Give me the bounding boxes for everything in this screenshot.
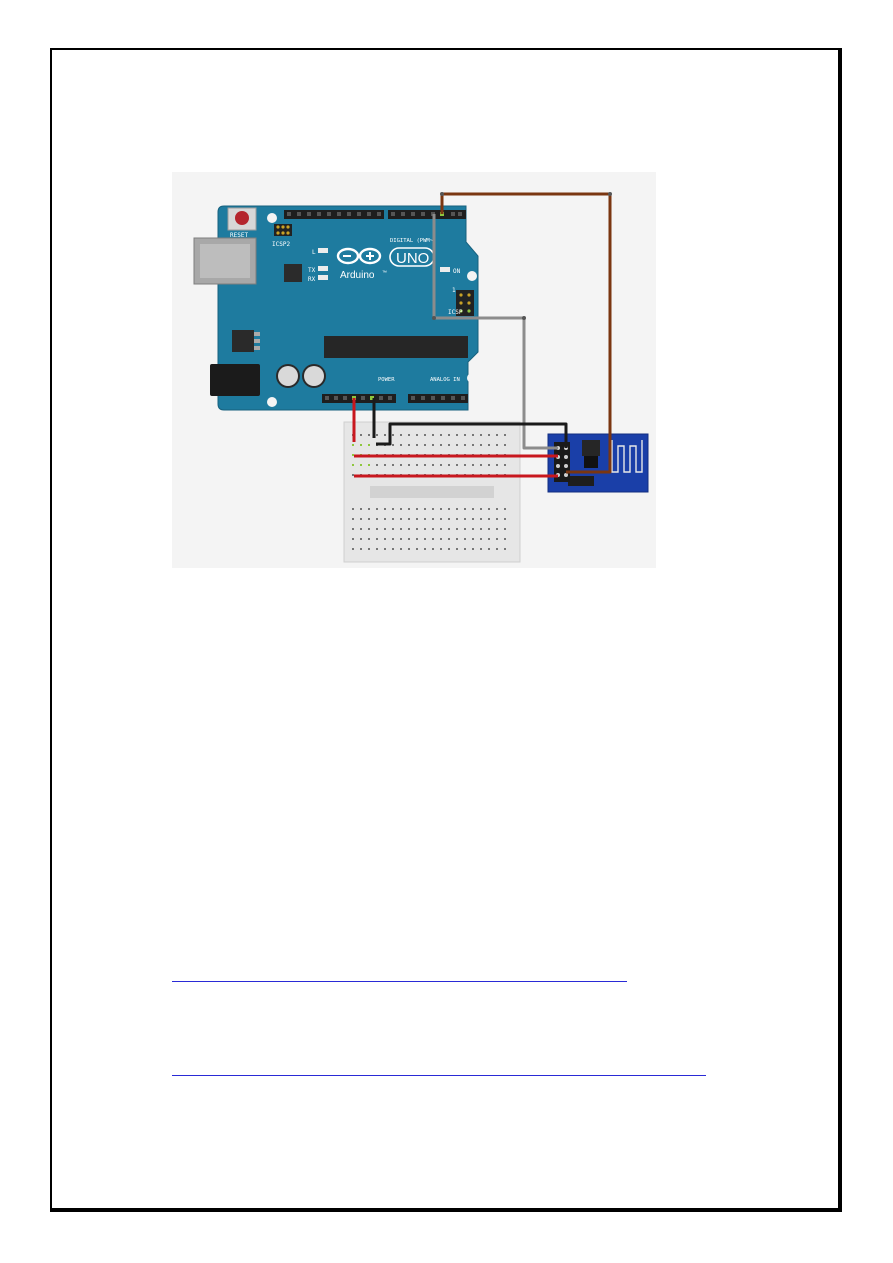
icsp2-label: ICSP2 — [272, 241, 290, 248]
mount-hole — [467, 373, 477, 383]
circuit-figure: RESET ICSP2 DIGITAL (PWM~) UNO — [172, 172, 656, 568]
icsp-pin-label: 1 — [452, 287, 456, 294]
icsp2-header — [274, 224, 292, 236]
wiring-diagram: RESET ICSP2 DIGITAL (PWM~) UNO — [193, 192, 649, 563]
led-l-label: L — [312, 249, 316, 256]
wire-black-gnd-2 — [376, 422, 568, 448]
brand-trademark: ™ — [382, 270, 387, 276]
digital-label: DIGITAL (PWM~) — [390, 238, 436, 244]
capacitor — [302, 364, 326, 388]
usb-chip — [284, 264, 302, 282]
atmega-chip — [324, 336, 468, 358]
power-label: POWER — [378, 377, 395, 383]
led-on-label: ON — [453, 268, 461, 275]
voltage-regulator — [232, 330, 254, 352]
power-header — [322, 394, 396, 403]
mount-hole — [267, 397, 277, 407]
page-border — [50, 48, 842, 1212]
brand-label: Arduino — [340, 270, 375, 281]
arduino-infinity-logo-icon — [336, 247, 382, 265]
esp8266-module — [547, 433, 649, 493]
led-tx-label: TX — [308, 267, 316, 274]
analog-label: ANALOG IN — [430, 377, 460, 383]
analog-header — [408, 394, 468, 403]
model-label: UNO — [396, 250, 429, 267]
dc-power-jack — [210, 364, 260, 396]
capacitor — [276, 364, 300, 388]
hyperlink-underline[interactable] — [172, 981, 627, 982]
led-rx-label: RX — [308, 276, 316, 283]
icsp-label: ICSP — [448, 309, 463, 316]
mount-hole — [467, 271, 477, 281]
reset-label: RESET — [230, 232, 248, 239]
led-rx — [318, 275, 328, 280]
wifi-antenna-trace-icon — [611, 440, 643, 473]
arduino-uno-board — [217, 205, 479, 411]
led-l — [318, 248, 328, 253]
hyperlink-underline[interactable] — [172, 1075, 706, 1076]
icsp-header — [456, 290, 474, 316]
mount-hole — [267, 213, 277, 223]
led-tx — [318, 266, 328, 271]
digital-header-right — [388, 210, 466, 219]
digital-header-left — [284, 210, 384, 219]
led-on — [440, 267, 450, 272]
